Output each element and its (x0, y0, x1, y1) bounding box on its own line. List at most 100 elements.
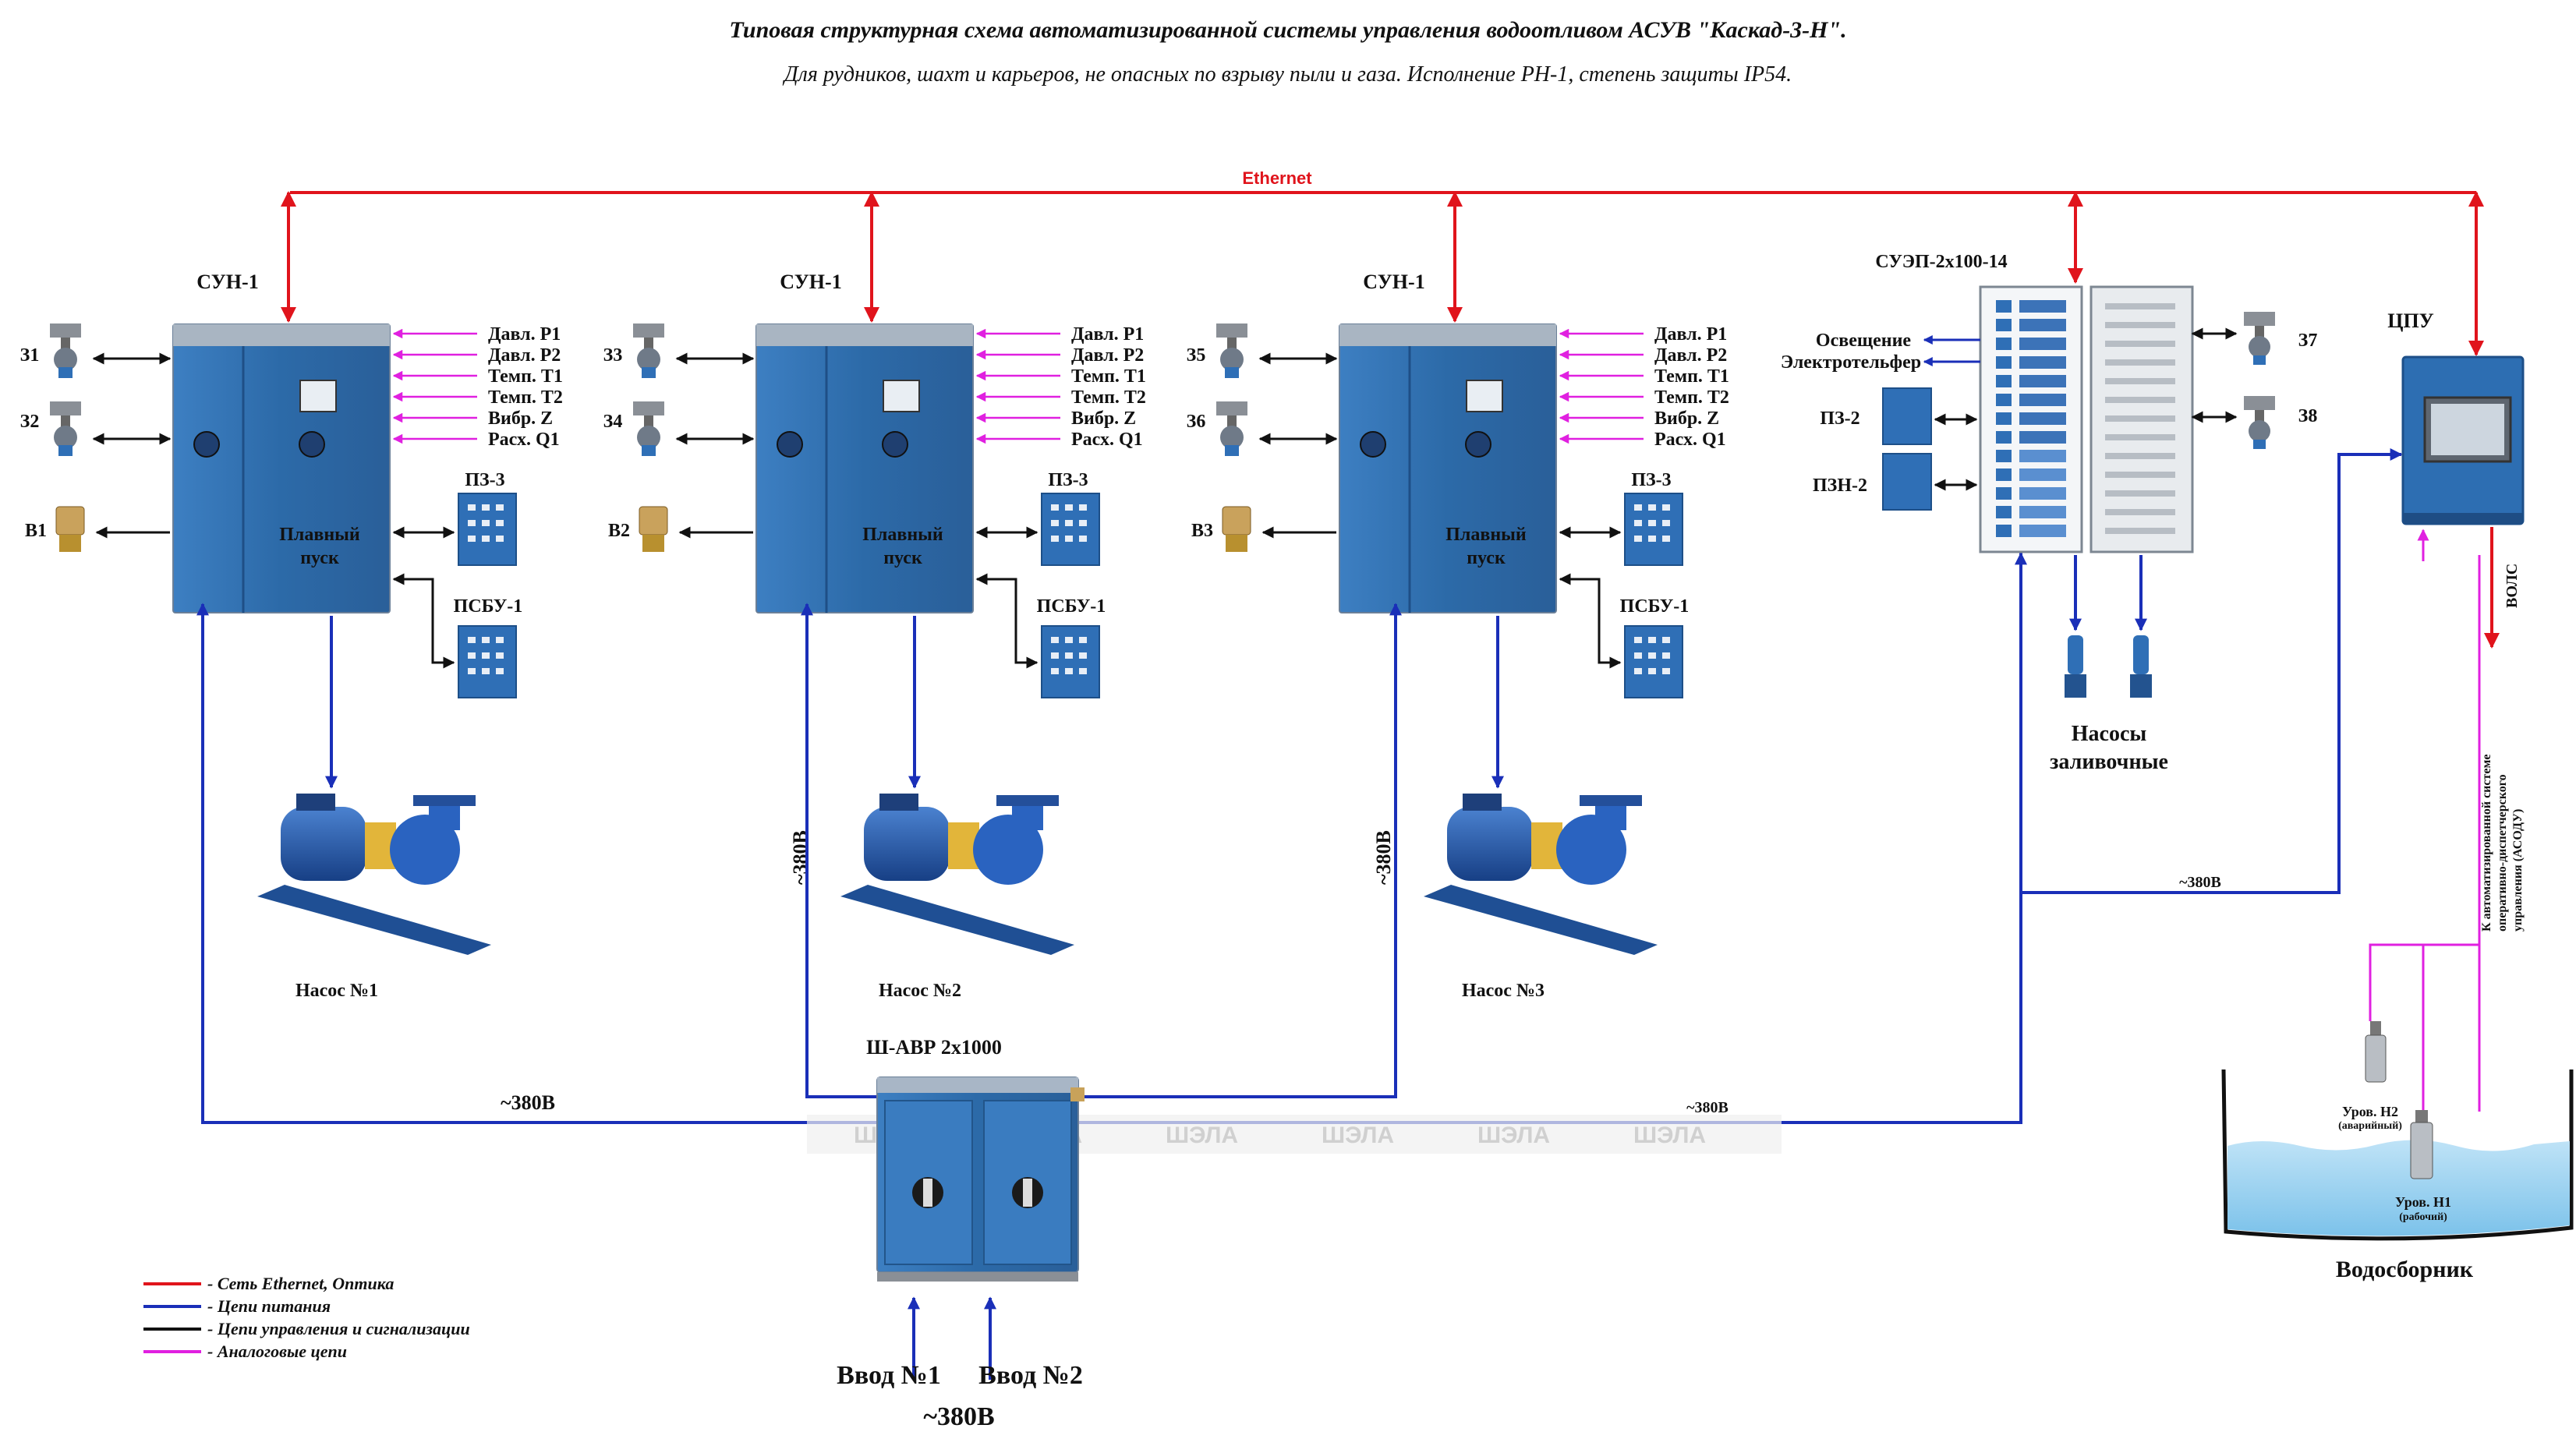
suep-module (1996, 356, 2012, 369)
priming-pump-icon (2065, 635, 2086, 698)
solenoid-valve-icon (55, 506, 85, 552)
cpu-cabinet: ЦПУ ВОЛС К автоматизированной системе оп… (2387, 309, 2525, 932)
gate-valve-icon (50, 323, 81, 378)
sensor-label: Вибр. Z (488, 408, 553, 429)
suep-breaker (2105, 397, 2175, 403)
sensor-h1-sub: (рабочий) (2399, 1211, 2447, 1223)
gate-valve-icon (1216, 323, 1247, 378)
sensor-label: Давл. Р2 (488, 345, 561, 366)
suep-breaker (2105, 415, 2175, 422)
cpu-title: ЦПУ (2387, 309, 2434, 332)
suep-title: СУЭП-2х100-14 (1875, 252, 2007, 272)
suep-module (1996, 338, 2012, 350)
psbu-panel (1624, 625, 1683, 698)
gate-z7-label: З7 (2298, 331, 2318, 351)
suep-module (2019, 506, 2066, 518)
gate-valve-icon (2244, 396, 2275, 449)
pz-label: ПЗ-3 (1631, 470, 1671, 490)
sun-title: СУН-1 (196, 270, 258, 293)
watermark: ШЭЛА (1322, 1123, 1394, 1148)
cabinet-label: пуск (300, 548, 339, 568)
pz-panel (1041, 493, 1100, 566)
priming-pumps-label-1: Насосы (2072, 722, 2147, 746)
suep-cabinet: СУЭП-2х100-14 Освещение Электротельфер П… (1781, 252, 2317, 774)
sun-cabinet (172, 323, 391, 613)
gate-valve-icon (50, 401, 81, 456)
output-lighting: Освещение (1816, 331, 1912, 351)
asodu-line-1: К автоматизированной системе (2480, 755, 2493, 932)
sensor-label: Расх. Q1 (1071, 430, 1143, 450)
avr-input-2: Ввод №2 (978, 1361, 1083, 1390)
cabinet-label: пуск (883, 548, 922, 568)
sun-cabinet (755, 323, 974, 613)
sensor-label: Давл. Р1 (488, 324, 561, 345)
suep-module (2019, 338, 2066, 350)
sensor-label: Давл. Р1 (1654, 324, 1727, 345)
sensor-label: Темп. Т2 (1654, 387, 1729, 408)
page-title: Типовая структурная схема автоматизирова… (729, 17, 1846, 43)
priming-pump-icon (2130, 635, 2152, 698)
panel-pz2-label: ПЗ-2 (1820, 408, 1859, 429)
pump-icon (840, 794, 1074, 955)
suep-module (1996, 450, 2012, 462)
suep-module (1996, 394, 2012, 406)
suep-module (1996, 431, 2012, 444)
suep-module (1996, 375, 2012, 387)
sensor-label: Расх. Q1 (488, 430, 560, 450)
panel-pzn2 (1882, 453, 1932, 511)
psbu-panel (458, 625, 517, 698)
suep-breaker (2105, 528, 2175, 534)
suep-module (2019, 468, 2066, 481)
suep-breaker (2105, 303, 2175, 309)
gate-label: З1 (20, 345, 40, 366)
gate-label: З3 (603, 345, 623, 366)
sun-title: СУН-1 (780, 270, 841, 293)
gate-label: З6 (1187, 412, 1206, 432)
suep-module (2019, 450, 2066, 462)
sump-title: Водосборник (2336, 1257, 2474, 1282)
gate-valve-icon (1216, 401, 1247, 456)
vols-label: ВОЛС (2503, 564, 2521, 608)
bus-voltage-left: ~380В (501, 1091, 555, 1114)
suep-breaker (2105, 509, 2175, 515)
psbu-label: ПСБУ-1 (454, 596, 523, 617)
valve-label: В1 (25, 521, 47, 541)
pump-label: Насос №2 (879, 981, 961, 1001)
pz-panel (458, 493, 517, 566)
suep-module (1996, 506, 2012, 518)
sun-title: СУН-1 (1363, 270, 1424, 293)
sensor-label: Вибр. Z (1654, 408, 1719, 429)
avr-title: Ш-АВР 2х1000 (866, 1036, 1002, 1059)
priming-pumps-label-2: заливочные (2050, 750, 2168, 774)
suep-module (2019, 394, 2066, 406)
cabinet-label: пуск (1467, 548, 1506, 568)
suep-breaker (2105, 490, 2175, 497)
gate-z8-label: З8 (2298, 406, 2318, 426)
suep-breaker (2105, 472, 2175, 478)
gate-label: З2 (20, 412, 40, 432)
psbu-panel (1041, 625, 1100, 698)
gate-valve-icon (633, 323, 664, 378)
sump: Уров. Н2 (аварийный) Уров. Н1 (рабочий) … (2221, 529, 2574, 1282)
level-sensor-icon (2410, 1110, 2433, 1179)
cabinet-label: Плавный (1445, 525, 1527, 545)
sensor-label: Темп. Т1 (1654, 366, 1729, 387)
sensor-label: Темп. Т2 (488, 387, 563, 408)
gate-valve-icon (633, 401, 664, 456)
suep-module (2019, 431, 2066, 444)
sensor-label: Вибр. Z (1071, 408, 1136, 429)
sensor-h1-label: Уров. Н1 (2395, 1194, 2451, 1210)
sensor-label: Давл. Р1 (1071, 324, 1144, 345)
pump-label: Насос №3 (1462, 981, 1545, 1001)
suep-breaker (2105, 359, 2175, 366)
output-hoist: Электротельфер (1781, 352, 1921, 373)
pump-icon (1424, 794, 1658, 955)
sensor-h2-label: Уров. Н2 (2342, 1104, 2398, 1119)
pz-label: ПЗ-3 (1048, 470, 1088, 490)
suep-module (2019, 356, 2066, 369)
ethernet-bus: Ethernet (281, 168, 2484, 356)
suep-module (1996, 319, 2012, 331)
solenoid-valve-icon (1222, 506, 1251, 552)
